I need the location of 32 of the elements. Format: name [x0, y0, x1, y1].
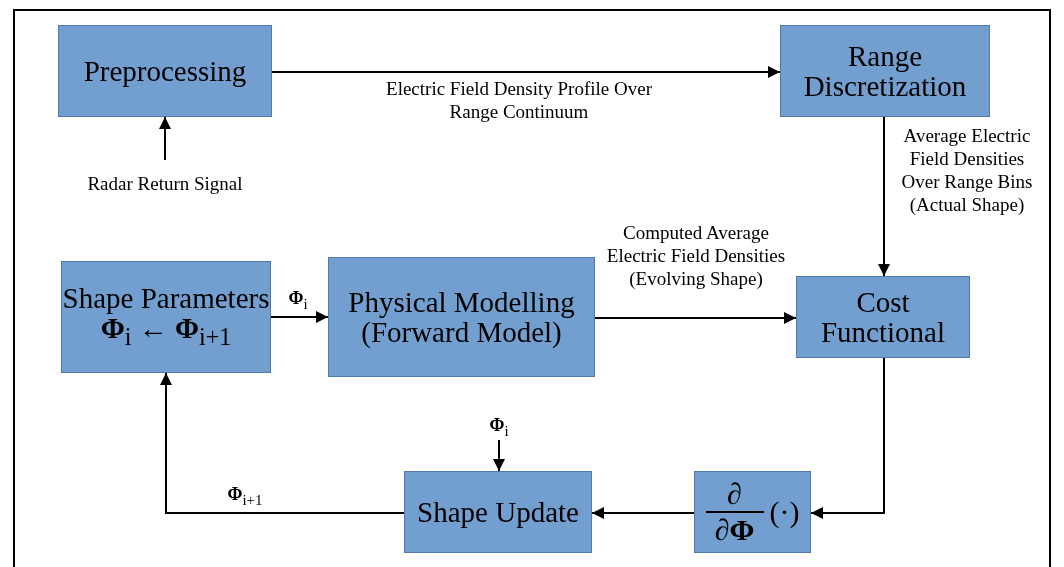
- arrow: [594, 312, 797, 324]
- edge-label: Average Electric Field Densities Over Range Bins (Actual Shape): [900, 124, 1034, 216]
- edge-label: Electric Field Density Profile Over Range Continuum: [385, 77, 653, 123]
- box-label: Shape Parameters: [62, 282, 270, 313]
- process-box: [58, 25, 272, 117]
- arrow: [878, 116, 890, 277]
- input-symbol: Φ$_{i}$: [489, 414, 509, 440]
- input-label: Radar Return Signal: [87, 173, 243, 195]
- arrow: [591, 507, 695, 519]
- arrow: [159, 116, 171, 161]
- arrow: [810, 357, 885, 519]
- box-label: Range Discretization: [802, 41, 968, 101]
- denominator: ∂Φ: [714, 514, 755, 546]
- box-label: Physical Modelling (Forward Model): [347, 287, 576, 347]
- arrow: [271, 66, 781, 78]
- edge-label: Computed Average Electric Field Densities (Evolving Shape): [605, 221, 787, 290]
- box-label: Preprocessing: [83, 56, 247, 86]
- edge-label: Φ$_{i+1}$: [226, 483, 264, 510]
- process-box: [404, 471, 592, 553]
- process-box: [328, 257, 595, 377]
- arrow: [270, 311, 329, 323]
- arrow: [160, 372, 405, 514]
- arrow: [493, 439, 505, 472]
- box-label: Cost Functional: [819, 287, 946, 347]
- box-label: Shape Update: [417, 497, 579, 527]
- process-box: [694, 471, 811, 553]
- numerator: ∂: [727, 478, 742, 510]
- process-box: [780, 25, 990, 117]
- process-box: [796, 276, 970, 358]
- process-box: [61, 261, 271, 373]
- edge-label: Φ$_{i}$: [287, 287, 309, 314]
- operator-text: (·): [769, 496, 800, 528]
